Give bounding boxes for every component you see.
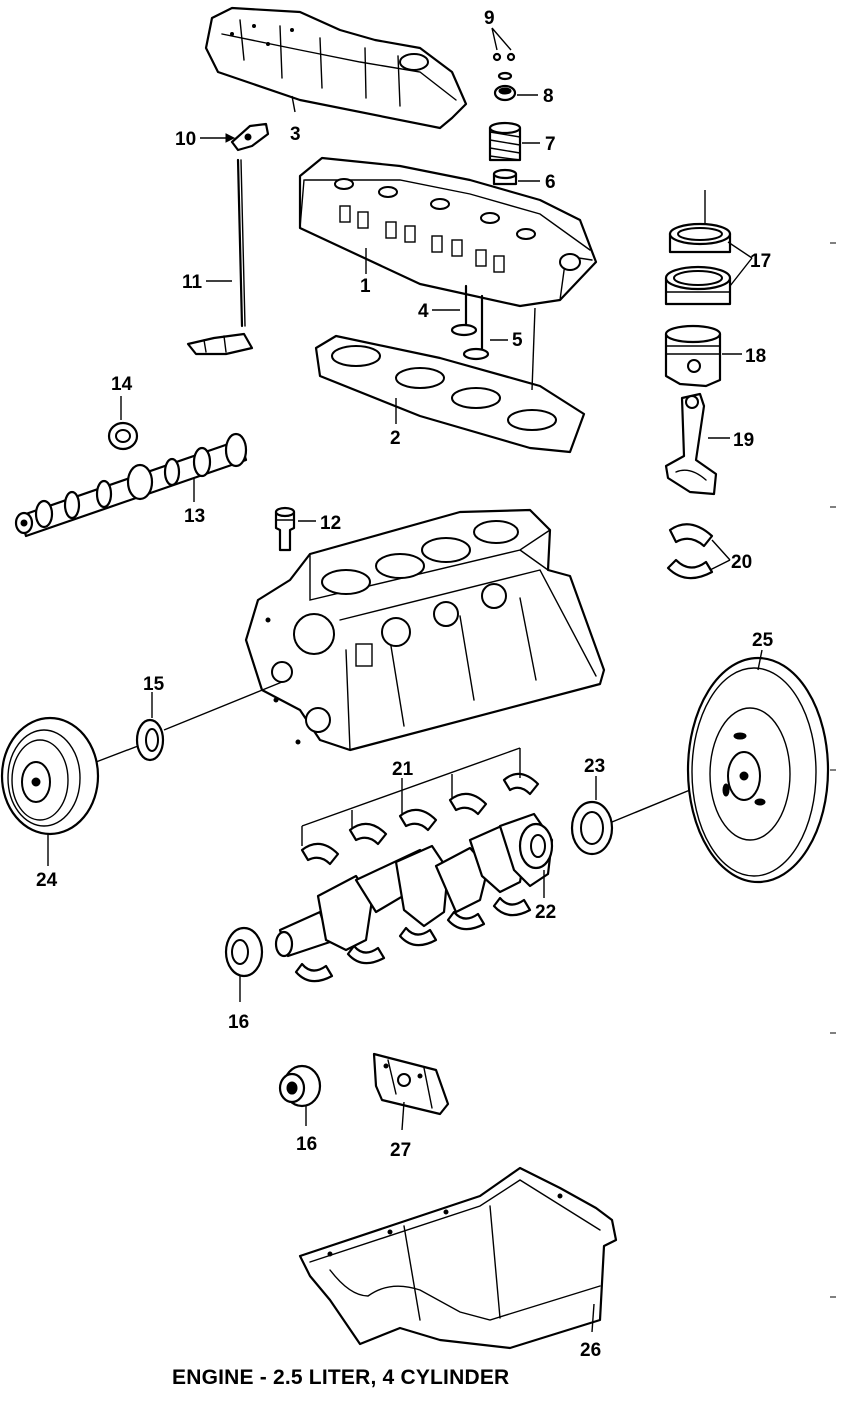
callout-26: 26: [580, 1340, 601, 1361]
oil-pan: [298, 1166, 618, 1350]
callout-17: 17: [750, 251, 771, 272]
callout-1: 1: [360, 276, 371, 297]
oil-pressure-sender: [274, 506, 296, 552]
piston-rings: [664, 222, 732, 306]
callout-11: 11: [182, 272, 203, 293]
callout-21: 21: [392, 759, 414, 780]
callout-12: 12: [320, 513, 341, 534]
callout-5: 5: [512, 330, 523, 351]
callout-23: 23: [584, 756, 605, 777]
callout-16a: 16: [228, 1012, 249, 1033]
flywheel: [686, 656, 830, 884]
callout-9: 9: [484, 8, 495, 29]
exhaust-valve: [462, 294, 490, 361]
margin-ticks: [830, 242, 836, 1298]
callout-13: 13: [184, 506, 205, 527]
callout-14: 14: [111, 374, 133, 395]
callout-16b: 16: [296, 1134, 317, 1155]
callout-3: 3: [290, 124, 301, 145]
callout-22: 22: [535, 902, 556, 923]
main-bearings: [294, 772, 540, 983]
callout-15: 15: [143, 674, 165, 695]
callout-6: 6: [545, 172, 556, 193]
diagram-caption: ENGINE - 2.5 LITER, 4 CYLINDER: [172, 1366, 510, 1389]
callout-27: 27: [390, 1140, 411, 1161]
rod-bearings: [666, 523, 714, 580]
callout-8: 8: [543, 86, 554, 107]
valve-keepers: [492, 52, 516, 62]
callout-19: 19: [733, 430, 754, 451]
valve-spring: [488, 121, 522, 162]
piston: [664, 324, 722, 388]
valve-seal: [492, 168, 518, 186]
front-crank-seal: [135, 718, 165, 762]
crankshaft-sprocket: [224, 926, 264, 978]
crankshaft: [274, 812, 554, 958]
head-gasket: [314, 334, 586, 454]
callout-10: 10: [175, 129, 196, 150]
callout-4: 4: [418, 301, 429, 322]
cylinder-head: [298, 156, 598, 308]
callout-7: 7: [545, 134, 556, 155]
camshaft: [14, 432, 248, 538]
intake-valve: [450, 284, 478, 337]
callout-25: 25: [752, 630, 774, 651]
harmonic-balancer-hub: [278, 1064, 322, 1108]
engine-block: [244, 508, 606, 752]
rocker-arm: [230, 122, 270, 152]
spring-retainer: [493, 71, 517, 102]
hydraulic-lifter: [186, 332, 254, 356]
engine-mount-bracket: [372, 1052, 450, 1116]
connecting-rod: [664, 392, 718, 496]
callout-20: 20: [731, 552, 752, 573]
callout-24: 24: [36, 870, 58, 891]
valve-cover: [204, 6, 468, 130]
callout-2: 2: [390, 428, 401, 449]
crankshaft-pulley: [0, 716, 100, 836]
callout-18: 18: [745, 346, 766, 367]
camshaft-thrust-plate: [107, 421, 139, 451]
rear-main-seal: [570, 800, 614, 856]
pushrod: [236, 158, 246, 328]
